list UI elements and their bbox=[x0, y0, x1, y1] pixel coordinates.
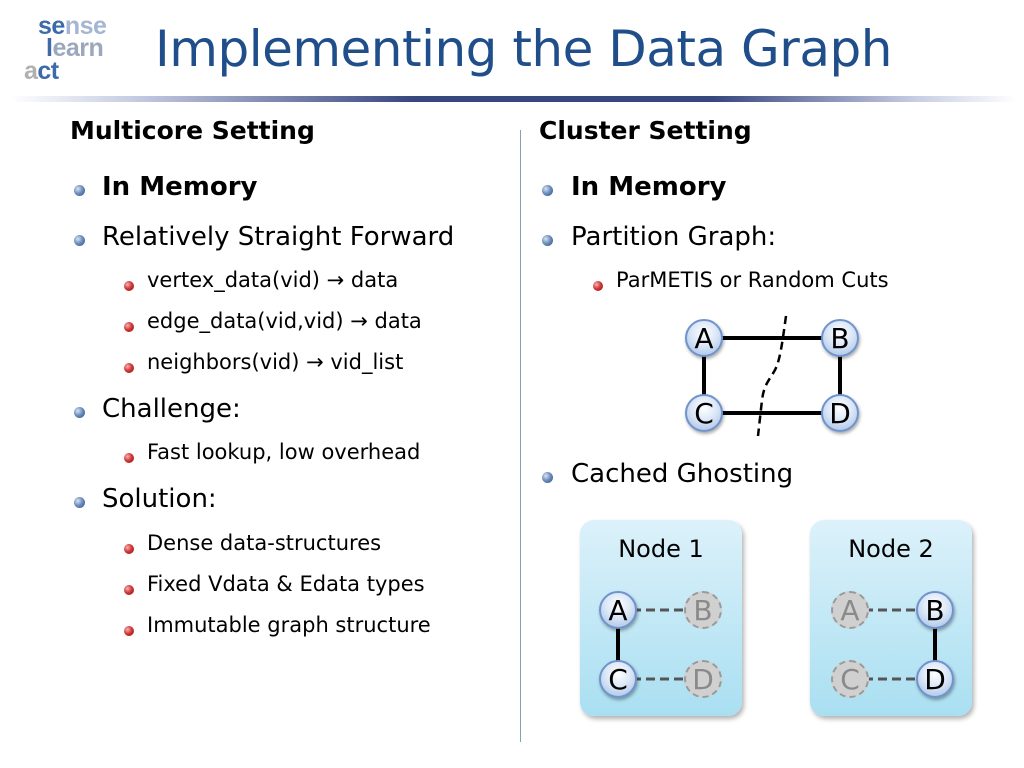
sub-bullet-icon bbox=[124, 453, 134, 463]
graph-node-a: A bbox=[685, 319, 723, 357]
partition-graph-label: Partition Graph: bbox=[571, 222, 777, 252]
graph-node-b: B bbox=[821, 319, 859, 357]
graph-node-d: D bbox=[821, 394, 859, 432]
node2-ghost-vertex-a: A bbox=[831, 591, 869, 629]
node1-ghost-vertex-b: B bbox=[684, 591, 722, 629]
cached-ghosting-label: Cached Ghosting bbox=[571, 459, 794, 489]
graph-node-c: C bbox=[685, 394, 723, 432]
bullet-icon bbox=[74, 185, 85, 196]
sub-bullet-icon bbox=[593, 281, 603, 291]
sub-bullet-icon bbox=[124, 363, 134, 373]
solution-item: Immutable graph structure bbox=[147, 613, 431, 637]
edge-data-item: edge_data(vid,vid) → data bbox=[147, 309, 422, 333]
challenge-label: Challenge: bbox=[102, 394, 241, 424]
bullet-icon bbox=[74, 497, 85, 508]
node2-vertex-d: D bbox=[916, 660, 954, 698]
sub-bullet-icon bbox=[124, 281, 134, 291]
neighbors-item: neighbors(vid) → vid_list bbox=[147, 350, 404, 374]
column-divider bbox=[520, 130, 521, 742]
solution-label: Solution: bbox=[102, 484, 217, 514]
sub-bullet-icon bbox=[124, 585, 134, 595]
multicore-heading: Multicore Setting bbox=[70, 116, 315, 145]
partition-cut-line bbox=[756, 315, 788, 437]
bullet-icon bbox=[542, 472, 553, 483]
node-1-title: Node 1 bbox=[618, 535, 704, 563]
cluster-heading: Cluster Setting bbox=[539, 116, 752, 145]
sub-bullet-icon bbox=[124, 544, 134, 554]
solution-item: Fixed Vdata & Edata types bbox=[147, 572, 425, 596]
bullet-icon bbox=[542, 185, 553, 196]
sense-learn-act-logo: sense learn act bbox=[24, 12, 107, 85]
vertex-data-item: vertex_data(vid) → data bbox=[147, 268, 399, 292]
node1-vertex-a: A bbox=[599, 591, 637, 629]
node1-ghost-vertex-d: D bbox=[684, 660, 722, 698]
slide-title: Implementing the Data Graph bbox=[155, 20, 892, 78]
sub-bullet-icon bbox=[124, 626, 134, 636]
solution-item: Dense data-structures bbox=[147, 531, 382, 555]
node2-vertex-b: B bbox=[916, 591, 954, 629]
node1-vertex-c: C bbox=[599, 660, 637, 698]
bullet-icon bbox=[74, 407, 85, 418]
title-divider bbox=[10, 96, 1016, 102]
cluster-in-memory: In Memory bbox=[571, 172, 727, 202]
partition-item: ParMETIS or Random Cuts bbox=[616, 268, 889, 292]
bullet-icon bbox=[74, 235, 85, 246]
node2-ghost-vertex-c: C bbox=[831, 660, 869, 698]
challenge-item: Fast lookup, low overhead bbox=[147, 440, 421, 464]
multicore-in-memory: In Memory bbox=[102, 172, 258, 202]
node-2-title: Node 2 bbox=[848, 535, 934, 563]
bullet-icon bbox=[542, 235, 553, 246]
multicore-straight-forward: Relatively Straight Forward bbox=[102, 222, 455, 252]
sub-bullet-icon bbox=[124, 322, 134, 332]
